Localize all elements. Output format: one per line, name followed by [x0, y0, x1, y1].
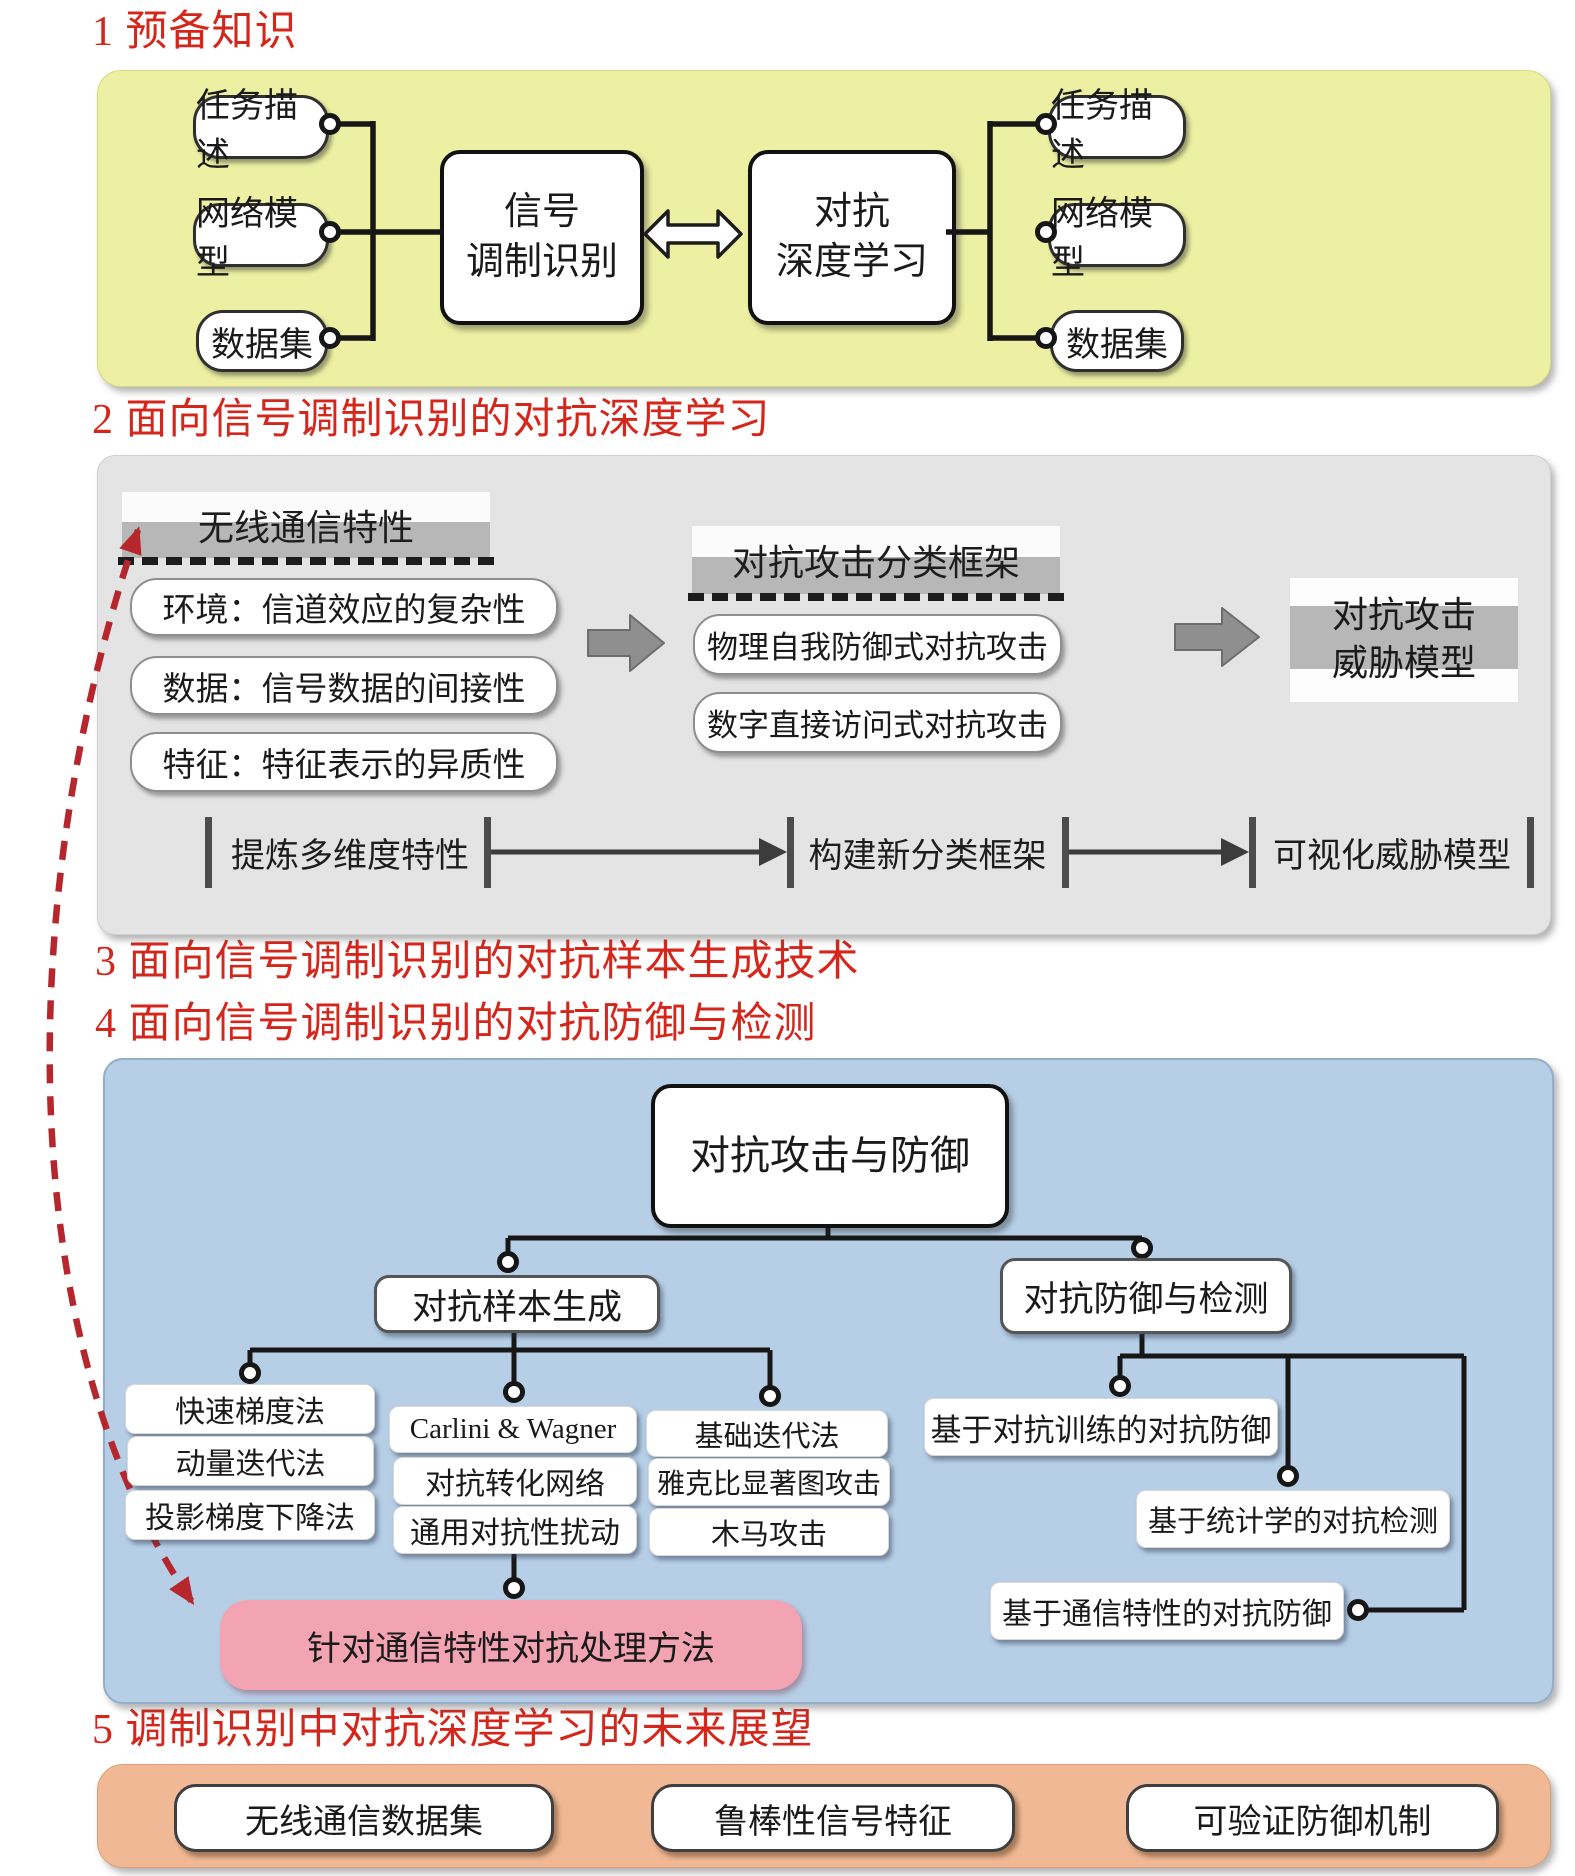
taxonomy-item-physical: 物理自我防御式对抗攻击: [693, 614, 1062, 675]
leaf-uap: 通用对抗性扰动: [393, 1506, 637, 1554]
threat-model-gray-band: [1290, 606, 1518, 669]
wireless-item-feature: 特征：特征表示的异质性: [130, 732, 558, 792]
leaf-carlini-wagner: Carlini & Wagner: [389, 1406, 637, 1453]
prelim-left-task-node: 任务描述: [193, 88, 329, 174]
timeline-step-2: 构建新分类框架: [808, 837, 1047, 875]
leaf-pgd: 投影梯度下降法: [125, 1490, 375, 1540]
section1-heading: 1 预备知识: [92, 9, 298, 55]
communication-characteristic-note: 针对通信特性对抗处理方法: [220, 1600, 802, 1690]
prelim-left-dataset-node: 数据集: [196, 310, 328, 372]
adversarial-dl-box: 对抗 深度学习: [748, 150, 956, 325]
taxonomy-item-digital: 数字直接访问式对抗攻击: [693, 692, 1062, 753]
section4-heading: 4 面向信号调制识别的对抗防御与检测: [95, 1001, 817, 1047]
wireless-dashed-divider: [118, 557, 494, 565]
leaf-adversarial-training-defense: 基于对抗训练的对抗防御: [924, 1398, 1278, 1456]
leaf-atn: 对抗转化网络: [393, 1457, 637, 1505]
header-top-band: [692, 526, 1060, 557]
section3-heading: 3 面向信号调制识别的对抗样本生成技术: [95, 939, 860, 985]
attack-taxonomy-label: 对抗攻击分类框架: [731, 543, 1020, 583]
leaf-jsma: 雅克比显著图攻击: [648, 1458, 890, 1506]
wireless-characteristics-header: 无线通信特性: [122, 492, 490, 558]
defense-detection-box: 对抗防御与检测: [1000, 1258, 1292, 1334]
prelim-left-network-node: 网络模型: [193, 196, 329, 282]
wireless-item-data: 数据：信号数据的间接性: [130, 656, 558, 715]
section5-heading: 5 调制识别中对抗深度学习的未来展望: [92, 1707, 814, 1753]
attack-taxonomy-header: 对抗攻击分类框架: [692, 526, 1060, 594]
header-gray-band: [692, 557, 1060, 594]
leaf-communication-characteristic-defense: 基于通信特性的对抗防御: [990, 1582, 1344, 1640]
future-wireless-dataset-box: 无线通信数据集: [174, 1784, 554, 1852]
taxonomy-dashed-divider: [688, 593, 1064, 601]
section2-heading: 2 面向信号调制识别的对抗深度学习: [92, 397, 771, 443]
timeline-step-1: 提炼多维度特性: [231, 837, 469, 875]
sample-generation-box: 对抗样本生成: [374, 1275, 660, 1333]
leaf-fgsm: 快速梯度法: [125, 1384, 375, 1434]
header-top-band: [122, 492, 490, 522]
threat-model-label: 对抗攻击 威胁模型: [1331, 595, 1476, 683]
threat-model-box: 对抗攻击 威胁模型: [1290, 578, 1518, 702]
attack-defense-root-box: 对抗攻击与防御: [651, 1084, 1009, 1228]
prelim-right-dataset-node: 数据集: [1050, 310, 1184, 372]
leaf-mim: 动量迭代法: [127, 1436, 374, 1486]
prelim-right-task-node: 任务描述: [1048, 88, 1186, 174]
timeline-step-3: 可视化威胁模型: [1273, 837, 1511, 875]
wireless-characteristics-label: 无线通信特性: [197, 508, 414, 548]
future-verified-defense-box: 可验证防御机制: [1126, 1784, 1499, 1852]
future-robust-feature-box: 鲁棒性信号特征: [651, 1784, 1015, 1852]
leaf-statistical-detection: 基于统计学的对抗检测: [1136, 1490, 1450, 1548]
leaf-bim: 基础迭代法: [646, 1410, 888, 1457]
wireless-item-environment: 环境：信道效应的复杂性: [130, 578, 558, 636]
prelim-right-network-node: 网络模型: [1048, 196, 1186, 282]
leaf-trojan: 木马攻击: [649, 1508, 889, 1556]
modulation-recognition-box: 信号 调制识别: [440, 150, 644, 325]
